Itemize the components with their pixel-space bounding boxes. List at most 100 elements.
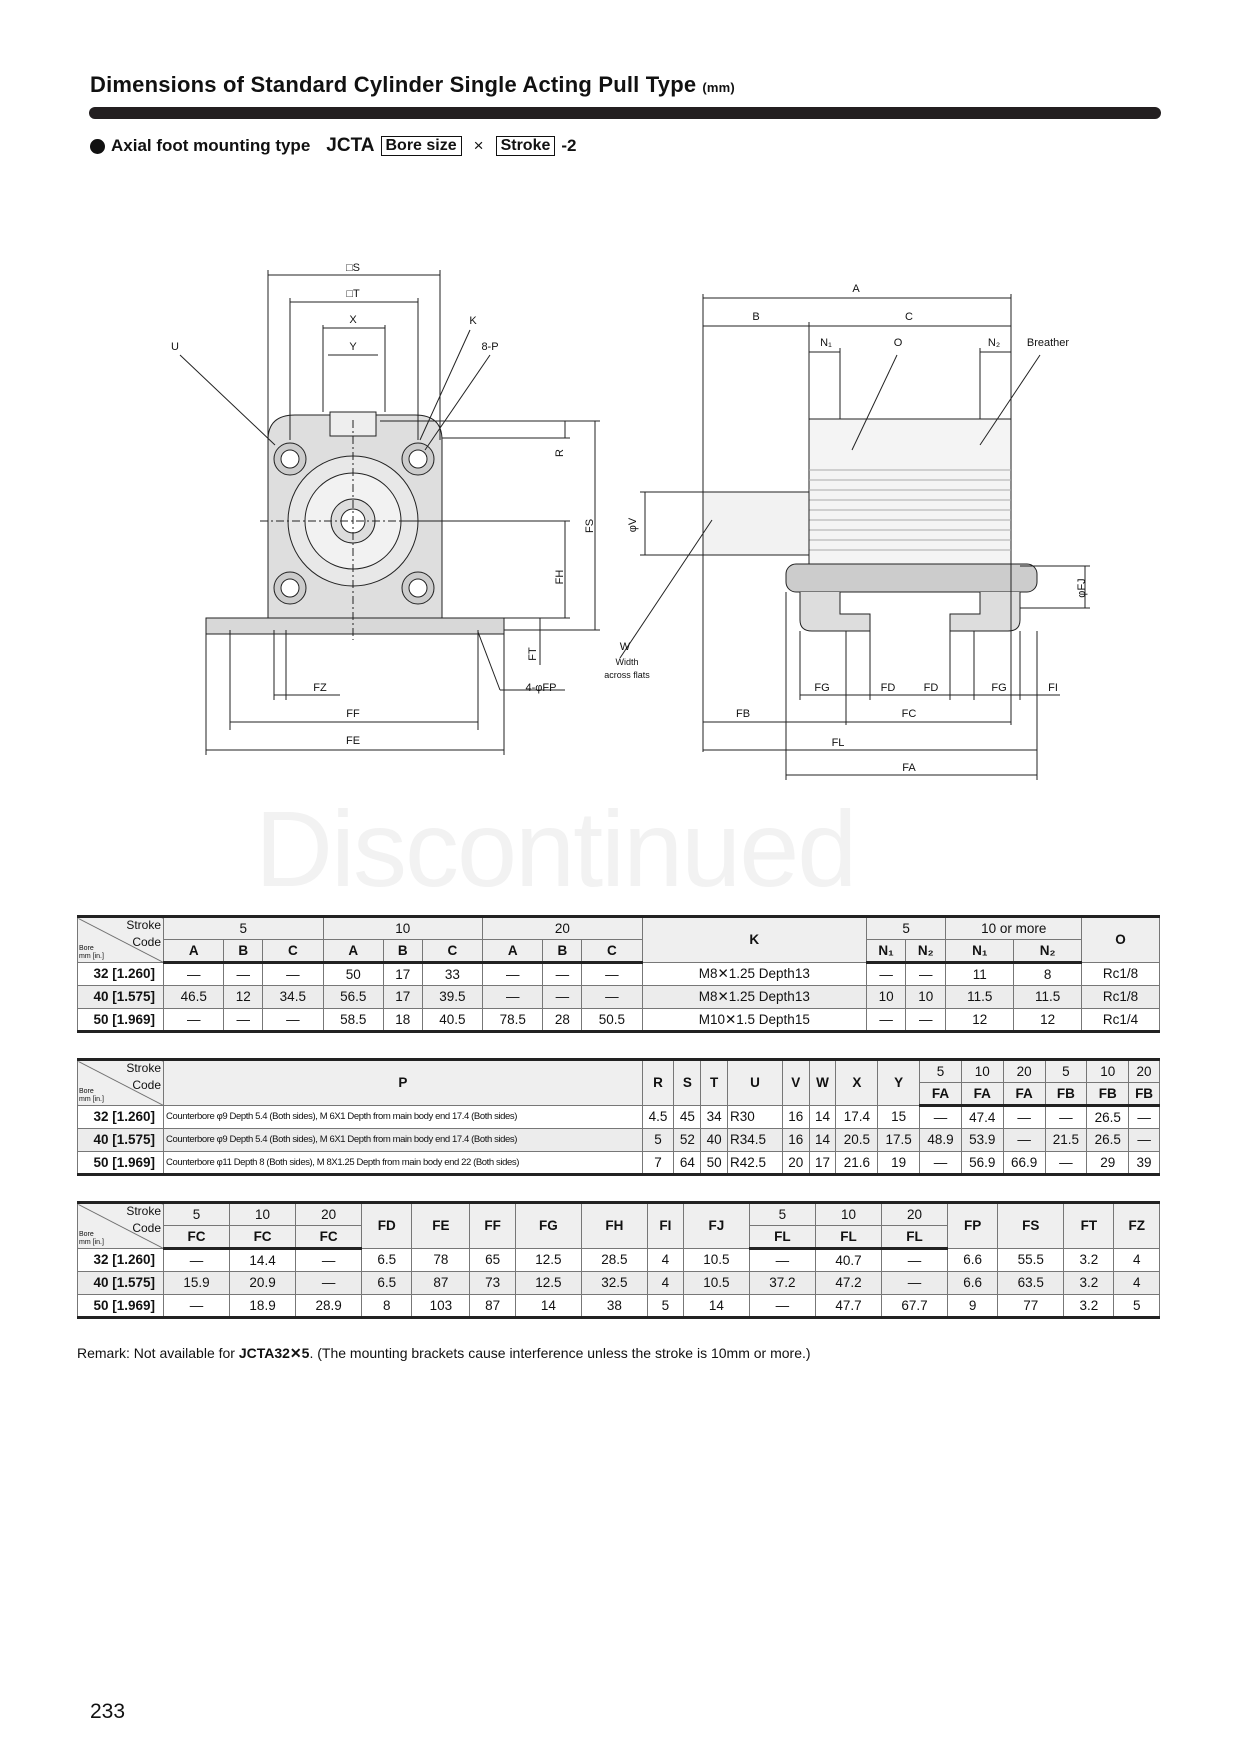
corner-code-label: Code: [132, 1221, 161, 1235]
dim-FF: FF: [346, 708, 360, 720]
dim-C: C: [905, 311, 913, 323]
value-cell: 4: [646, 1248, 684, 1272]
code-header-cell: FA: [919, 1082, 962, 1107]
value-cell: —: [581, 962, 643, 986]
dim-FJ: φFJ: [1076, 578, 1088, 597]
code-header-cell: C: [581, 939, 643, 964]
value-cell: 66.9: [1002, 1151, 1046, 1175]
code-header-cell: N₁: [865, 939, 907, 964]
header-cell: 5: [163, 916, 324, 940]
dim-FS: FS: [584, 519, 596, 533]
value-cell: Counterbore φ9 Depth 5.4 (Both sides), M…: [163, 1105, 643, 1129]
table-row: 50 [1.969]Counterbore φ11 Depth 8 (Both …: [77, 1151, 1160, 1175]
header-cell: 10 or more: [945, 916, 1083, 940]
header-cell: FS: [997, 1202, 1065, 1249]
value-cell: 52: [673, 1128, 702, 1152]
value-cell: 40: [700, 1128, 729, 1152]
value-cell: —: [581, 985, 643, 1009]
value-cell: 34: [700, 1105, 729, 1129]
value-cell: 16: [781, 1105, 810, 1129]
dim-W: W: [620, 641, 631, 653]
code-header-cell: FA: [960, 1082, 1004, 1107]
header-cell: S: [673, 1059, 702, 1106]
code-header-cell: FB: [1086, 1082, 1130, 1107]
value-cell: Counterbore φ11 Depth 8 (Both sides), M …: [163, 1151, 643, 1175]
value-cell: 40.7: [814, 1248, 882, 1272]
value-cell: —: [905, 1008, 947, 1032]
table-row: 40 [1.575]Counterbore φ9 Depth 5.4 (Both…: [77, 1128, 1160, 1152]
value-cell: 14.4: [229, 1248, 297, 1272]
value-cell: 45: [673, 1105, 702, 1129]
value-cell: 6.5: [361, 1271, 413, 1295]
value-cell: 28.9: [295, 1294, 363, 1318]
value-cell: 34.5: [262, 985, 324, 1009]
value-cell: 20.9: [229, 1271, 297, 1295]
value-cell: 87: [469, 1294, 516, 1318]
code-header-cell: FC: [229, 1225, 297, 1250]
value-cell: 17: [808, 1151, 837, 1175]
code-header-cell: FL: [880, 1225, 949, 1250]
value-cell: 21.5: [1044, 1128, 1088, 1152]
value-cell: 50.5: [581, 1008, 643, 1032]
bore-size-cell: 40 [1.575]: [77, 1271, 164, 1295]
code-header-cell: FB: [1044, 1082, 1088, 1107]
value-cell: 3.2: [1063, 1271, 1115, 1295]
value-cell: 6.5: [361, 1248, 413, 1272]
header-cell: 5: [162, 1202, 231, 1226]
value-cell: 55.5: [997, 1248, 1065, 1272]
corner-bore-label: Bore mm [in.]: [79, 1088, 104, 1103]
value-cell: 63.5: [997, 1271, 1065, 1295]
code-header-cell: FL: [748, 1225, 816, 1250]
value-cell: —: [482, 985, 544, 1009]
title-rule: [89, 107, 1161, 119]
value-cell: 53.9: [960, 1128, 1004, 1152]
dim-A: A: [852, 283, 860, 295]
value-cell: 19: [877, 1151, 921, 1175]
value-cell: 64: [673, 1151, 702, 1175]
value-cell: —: [1002, 1105, 1046, 1129]
value-cell: 3.2: [1063, 1294, 1115, 1318]
header-cell: FJ: [682, 1202, 750, 1249]
dim-FE: FE: [346, 735, 360, 747]
value-cell: 5: [641, 1128, 675, 1152]
value-cell: 10.5: [682, 1248, 750, 1272]
dim-Y: Y: [349, 341, 357, 353]
header-cell: P: [163, 1059, 643, 1106]
code-header-cell: B: [223, 939, 264, 964]
value-cell: 65: [469, 1248, 516, 1272]
dim-FG-2: FG: [991, 682, 1006, 694]
value-cell: 7: [641, 1151, 675, 1175]
value-cell: 39.5: [421, 985, 484, 1009]
header-cell: FT: [1063, 1202, 1115, 1249]
value-cell: 10.5: [682, 1271, 750, 1295]
value-cell: 17: [382, 985, 423, 1009]
code-header-cell: FL: [814, 1225, 882, 1250]
value-cell: 73: [469, 1271, 516, 1295]
value-cell: 29: [1086, 1151, 1130, 1175]
value-cell: 12.5: [514, 1248, 582, 1272]
value-cell: 37.2: [748, 1271, 816, 1295]
header-cell: 10: [1086, 1059, 1130, 1083]
header-cell: FE: [411, 1202, 471, 1249]
watermark: Discontinued: [255, 788, 857, 909]
value-cell: 18: [382, 1008, 423, 1032]
corner-bore-label: Bore mm [in.]: [79, 945, 104, 960]
value-cell: 14: [682, 1294, 750, 1318]
code-header-cell: N₂: [905, 939, 947, 964]
value-cell: 12: [223, 985, 264, 1009]
header-cell: 5: [748, 1202, 816, 1226]
value-cell: M10✕1.5 Depth15: [641, 1008, 867, 1032]
value-cell: 11: [945, 962, 1015, 986]
code-header-cell: FC: [162, 1225, 231, 1250]
header-cell: T: [700, 1059, 729, 1106]
value-cell: 3.2: [1063, 1248, 1115, 1272]
value-cell: —: [542, 962, 583, 986]
remark: Remark: Not available for JCTA32✕5. (The…: [77, 1345, 811, 1362]
